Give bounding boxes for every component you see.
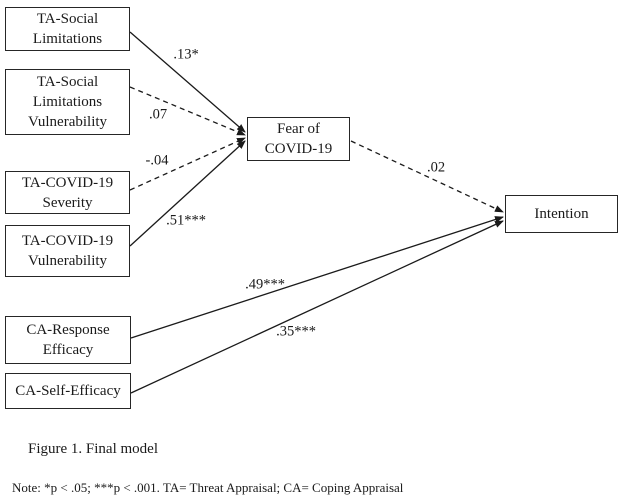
node-label: Vulnerability [27,253,108,269]
figure-caption: Figure 1. Final model [28,441,158,457]
node-label: Limitations [32,31,103,47]
coefficient-ca-self-efficacy-to-intention: .35*** [276,323,316,340]
node-label: Severity [42,194,93,211]
node-label: Fear of [277,121,320,137]
arrow-ta-covid-severity-to-fear [129,137,246,191]
node-ta-covid-severity: TA-COVID-19 Severity [5,171,130,214]
node-label: TA-COVID-19 [21,174,114,191]
coefficient-ta-social-limitations-vulnerability-to-fear: .07 [148,106,168,123]
node-label: Intention [534,206,589,222]
node-label: TA-Social [36,74,99,90]
figure-note: Note: *p < .05; ***p < .001. TA= Threat … [12,480,404,495]
node-ca-response-efficacy: CA-Response Efficacy [5,316,131,364]
coefficient-ta-social-limitations-to-fear: .13* [173,46,199,63]
node-ta-social-limitations: TA-Social Limitations [5,7,130,51]
coefficient-ca-response-efficacy-to-intention: .49*** [245,276,285,293]
arrow-ca-response-efficacy-to-intention [130,216,504,339]
node-label: Vulnerability [27,114,108,130]
node-label: Limitations [32,94,103,110]
coefficient-fear-to-intention: .02 [426,159,446,176]
node-ta-covid-vulnerability: TA-COVID-19 Vulnerability [5,225,130,277]
node-label: CA-Response [26,322,110,338]
node-intention: Intention [505,195,618,233]
arrow-ta-social-limitations-vulnerability-to-fear [129,86,246,136]
arrow-ta-covid-vulnerability-to-fear [129,140,246,247]
node-label: TA-COVID-19 [21,233,114,249]
node-ta-social-limitations-vulnerability: TA-Social Limitations Vulnerability [5,69,130,135]
node-label: COVID-19 [264,141,333,157]
coefficient-ta-covid-severity-to-fear: -.04 [145,152,169,169]
node-ca-self-efficacy: CA-Self-Efficacy [5,373,131,409]
node-fear-of-covid-19: Fear of COVID-19 [247,117,350,161]
node-label: CA-Self-Efficacy [15,383,121,399]
arrow-ca-self-efficacy-to-intention [130,220,504,394]
arrow-fear-to-intention [350,140,504,213]
node-label: TA-Social [36,11,99,27]
arrow-ta-social-limitations-to-fear [129,31,246,133]
coefficient-ta-covid-vulnerability-to-fear: .51*** [166,212,206,229]
node-label: Efficacy [42,342,94,358]
